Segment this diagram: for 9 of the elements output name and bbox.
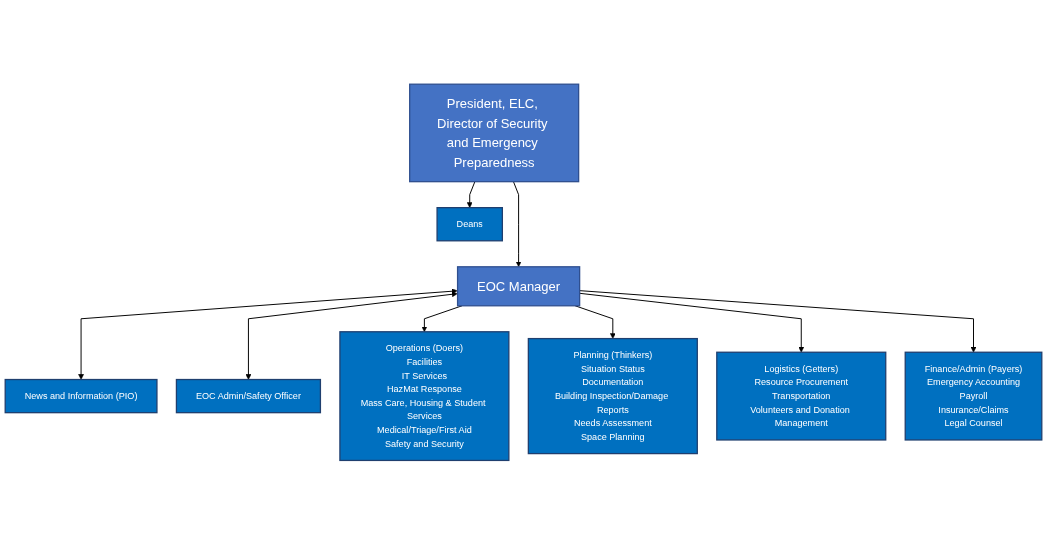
node-box: EOC Admin/Safety Officer: [175, 378, 322, 413]
node-box: Planning (Thinkers) Situation Status Documentation Building Inspection/Damage Reports Needs Assessment Space Planning: [527, 337, 698, 454]
node-box: Operations (Doers) Facilities IT Services HazMat Response Mass Care, Housing & Student Services Medical/Triage/First Aid Safety and Security: [339, 330, 510, 461]
node-box: Deans: [436, 206, 503, 242]
node-box: EOC Manager: [456, 265, 581, 307]
node-box: President, ELC, Director of Security and Emergency Preparedness: [409, 83, 580, 182]
node-box: Finance/Admin (Payers) Emergency Accounting Payroll Insurance/Claims Legal Counsel: [904, 351, 1043, 441]
node-box: Logistics (Getters) Resource Procurement Transportation Volunteers and Donation Management: [716, 351, 887, 441]
node-box: News and Information (PIO): [4, 378, 158, 413]
